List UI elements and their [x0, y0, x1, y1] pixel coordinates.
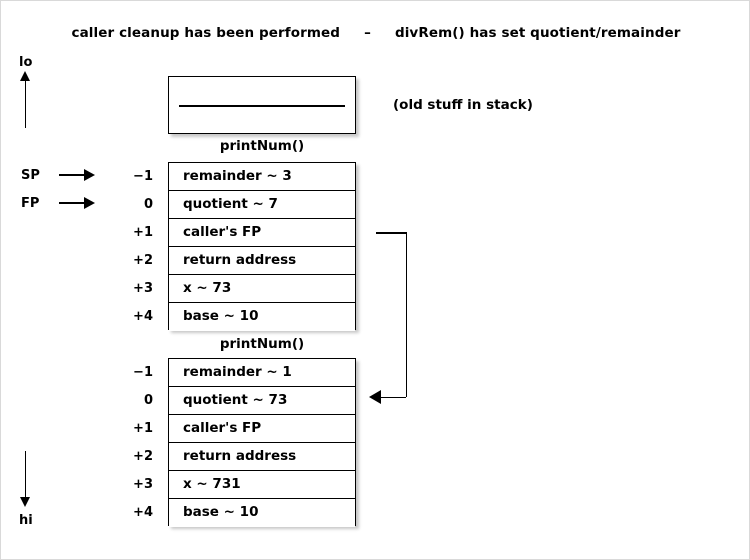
- frame-caption-middle: printNum(): [219, 336, 305, 352]
- low-address-label: lo: [19, 55, 33, 70]
- offset-f1-4: +3: [133, 281, 153, 296]
- offset-f1-1: 0: [143, 197, 153, 212]
- offset-f2-1: 0: [143, 393, 153, 408]
- offset-f1-5: +4: [133, 309, 153, 324]
- frame-pointer-label: FP: [21, 196, 40, 211]
- old-stack-rule: [179, 105, 345, 107]
- frame2-cell-return-address: return address: [169, 443, 355, 471]
- frame2-cell-remainder: remainder ~ 1: [169, 359, 355, 387]
- offset-f1-0: −1: [133, 169, 153, 184]
- stack-frame-1: remainder ~ 3 quotient ~ 7 caller's FP r…: [168, 162, 356, 331]
- arrow-right-icon-fp: [84, 197, 95, 209]
- frame2-cell-x: x ~ 731: [169, 471, 355, 499]
- title-left-text: caller cleanup has been performed: [71, 25, 341, 41]
- frame2-cell-quotient: quotient ~ 73: [169, 387, 355, 415]
- arrow-left-icon-saved-fp: [369, 390, 381, 404]
- high-address-label: hi: [19, 513, 33, 528]
- offset-f2-2: +1: [133, 421, 153, 436]
- title-right-text: divRem() has set quotient/remainder: [394, 25, 681, 41]
- arrow-right-icon-sp: [84, 169, 95, 181]
- offset-f1-2: +1: [133, 225, 153, 240]
- frame1-cell-remainder: remainder ~ 3: [169, 163, 355, 191]
- frame1-cell-callers-fp: caller's FP: [169, 219, 355, 247]
- high-axis-line: [24, 451, 26, 499]
- old-stack-note: (old stuff in stack): [393, 97, 533, 113]
- title-dash: –: [364, 25, 371, 41]
- frame-caption-top: printNum(): [219, 138, 305, 154]
- arrow-up-icon: [20, 71, 30, 81]
- offset-f2-3: +2: [133, 449, 153, 464]
- page-title: caller cleanup has been performed – divRem…: [1, 25, 749, 41]
- stack-pointer-label: SP: [21, 168, 40, 183]
- stack-pointer-arrow-shaft: [59, 174, 85, 176]
- saved-fp-link-top: [376, 232, 407, 234]
- frame1-cell-quotient: quotient ~ 7: [169, 191, 355, 219]
- offset-f1-3: +2: [133, 253, 153, 268]
- arrow-down-icon: [20, 497, 30, 507]
- offset-f2-5: +4: [133, 505, 153, 520]
- offset-f2-0: −1: [133, 365, 153, 380]
- low-axis-line: [24, 81, 26, 128]
- saved-fp-link-bottom: [381, 396, 406, 398]
- frame-pointer-arrow-shaft: [59, 202, 85, 204]
- old-stack-box: [168, 76, 356, 134]
- frame1-cell-base: base ~ 10: [169, 303, 355, 331]
- frame2-cell-callers-fp: caller's FP: [169, 415, 355, 443]
- saved-fp-link-vertical: [405, 232, 407, 397]
- frame2-cell-base: base ~ 10: [169, 499, 355, 527]
- frame1-cell-x: x ~ 73: [169, 275, 355, 303]
- offset-f2-4: +3: [133, 477, 153, 492]
- frame1-cell-return-address: return address: [169, 247, 355, 275]
- stack-frame-2: remainder ~ 1 quotient ~ 73 caller's FP …: [168, 358, 356, 527]
